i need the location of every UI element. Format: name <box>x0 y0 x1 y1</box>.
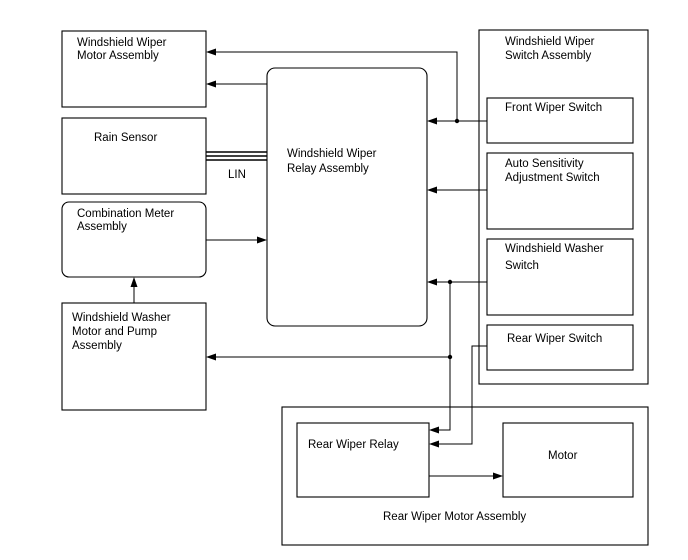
rear-wiper-switch-label: Rear Wiper Switch <box>507 333 602 345</box>
relay-to-motor-line <box>429 472 503 480</box>
meter-to-relay-line <box>206 236 267 244</box>
rear-wiper-motor-assembly-label: Rear Wiper Motor Assembly <box>383 511 526 523</box>
front-wiper-switch-block: Front Wiper Switch <box>486 97 634 144</box>
rear-wiper-relay-label: Rear Wiper Relay <box>308 439 399 451</box>
auto-sensitivity-switch-block: Auto Sensitivity Adjustment Switch <box>486 152 634 230</box>
washer-switch-signal-line <box>427 278 487 434</box>
rear-wiper-relay-block: Rear Wiper Relay <box>296 422 430 498</box>
motor-block: Motor <box>502 422 634 498</box>
washer-switch-label: Windshield Washer Switch <box>505 243 607 272</box>
motor-label: Motor <box>548 450 578 462</box>
washer-to-pump-line <box>206 353 453 361</box>
rain-sensor-label: Rain Sensor <box>94 132 157 144</box>
relay-assembly-block: Windshield Wiper Relay Assembly <box>266 67 428 327</box>
wiper-motor-assembly-block: Windshield Wiper Motor Assembly <box>61 30 207 108</box>
combination-meter-block: Combination Meter Assembly <box>61 201 207 278</box>
rain-sensor-block: Rain Sensor <box>61 117 207 195</box>
lin-bus: LIN <box>206 151 267 181</box>
washer-motor-pump-block: Windshield Washer Motor and Pump Assembl… <box>61 302 207 411</box>
auto-sensitivity-signal-line <box>427 186 487 194</box>
lin-bus-label: LIN <box>228 169 246 181</box>
washer-pump-to-meter-line <box>130 277 138 303</box>
rear-wiper-switch-line <box>429 345 487 448</box>
rear-wiper-switch-block: Rear Wiper Switch <box>486 324 634 371</box>
wiper-motor-assembly-label: Windshield Wiper Motor Assembly <box>77 37 170 62</box>
switch-assembly-label: Windshield Wiper Switch Assembly <box>505 36 598 62</box>
washer-motor-pump-label: Windshield Washer Motor and Pump Assembl… <box>72 312 174 352</box>
front-wiper-signal-line <box>206 48 487 125</box>
relay-to-wiper-motor-line <box>206 80 267 88</box>
combination-meter-label: Combination Meter Assembly <box>77 208 177 233</box>
relay-assembly-label: Windshield Wiper Relay Assembly <box>287 148 380 175</box>
washer-switch-block: Windshield Washer Switch <box>486 238 634 316</box>
front-wiper-switch-label: Front Wiper Switch <box>505 102 602 114</box>
auto-sensitivity-switch-label: Auto Sensitivity Adjustment Switch <box>505 158 600 184</box>
